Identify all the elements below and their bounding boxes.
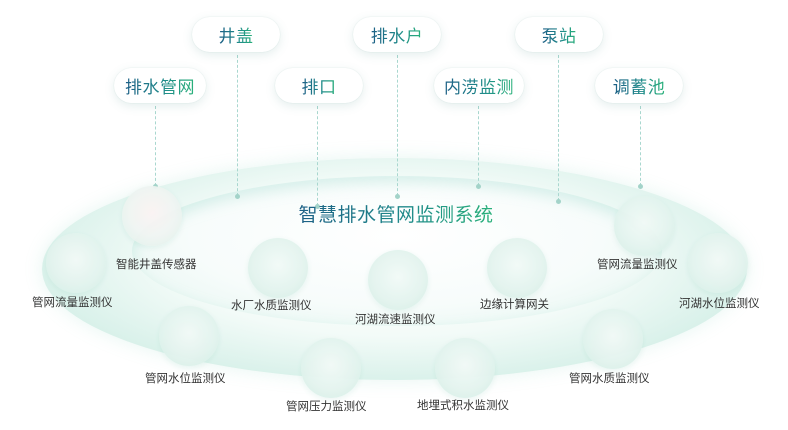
system-title: 智慧排水管网监测系统: [296, 200, 496, 227]
pill-drainage-household[interactable]: 排水户: [353, 17, 441, 52]
device-label-river-velocity: 河湖流速监测仪: [355, 312, 436, 326]
pill-label: 调蓄池: [613, 73, 666, 98]
pill-waterlogging-monitoring[interactable]: 内涝监测: [434, 68, 524, 103]
device-orb: [46, 233, 106, 293]
connector-line: [638, 106, 643, 189]
pill-storage-tank[interactable]: 调蓄池: [595, 68, 683, 103]
pill-label: 排水户: [371, 22, 424, 47]
pill-label: 内涝监测: [444, 73, 514, 98]
connector-line: [153, 106, 158, 189]
device-orb: [435, 338, 495, 398]
device-label-pipe-quality: 管网水质监测仪: [569, 371, 650, 385]
device-orb: [583, 309, 643, 369]
pill-drainage-network[interactable]: 排水管网: [114, 68, 206, 103]
pill-label: 排口: [302, 73, 337, 98]
device-orb: [368, 250, 428, 310]
device-label-pipe-level: 管网水位监测仪: [145, 371, 226, 385]
connector-line: [476, 106, 481, 189]
pill-label: 泵站: [542, 22, 577, 47]
connector-line: [556, 55, 561, 204]
device-orb: [122, 186, 182, 246]
pill-outfall[interactable]: 排口: [275, 68, 363, 103]
connector-line: [235, 55, 240, 199]
device-label-pipe-pressure: 管网压力监测仪: [286, 399, 367, 413]
device-label-buried-waterlogging: 地埋式积水监测仪: [417, 398, 509, 412]
device-orb: [248, 238, 308, 298]
device-label-pipe-flow-meter-right: 管网流量监测仪: [597, 257, 678, 271]
pill-label: 排水管网: [125, 73, 195, 98]
device-orb: [487, 238, 547, 298]
connector-line: [315, 106, 320, 209]
device-label-water-plant-quality: 水厂水质监测仪: [231, 298, 312, 312]
device-orb: [159, 306, 219, 366]
device-orb: [301, 338, 361, 398]
device-label-river-level: 河湖水位监测仪: [679, 296, 760, 310]
device-label-smart-manhole-sensor: 智能井盖传感器: [116, 257, 197, 271]
pill-pump-station[interactable]: 泵站: [515, 17, 603, 52]
device-label-pipe-flow-meter-left: 管网流量监测仪: [32, 295, 113, 309]
device-orb: [614, 196, 674, 256]
pill-manhole-cover[interactable]: 井盖: [192, 17, 280, 52]
device-orb: [688, 233, 748, 293]
pill-label: 井盖: [219, 22, 254, 47]
device-label-edge-gateway: 边缘计算网关: [480, 297, 549, 311]
connector-line: [395, 55, 400, 199]
